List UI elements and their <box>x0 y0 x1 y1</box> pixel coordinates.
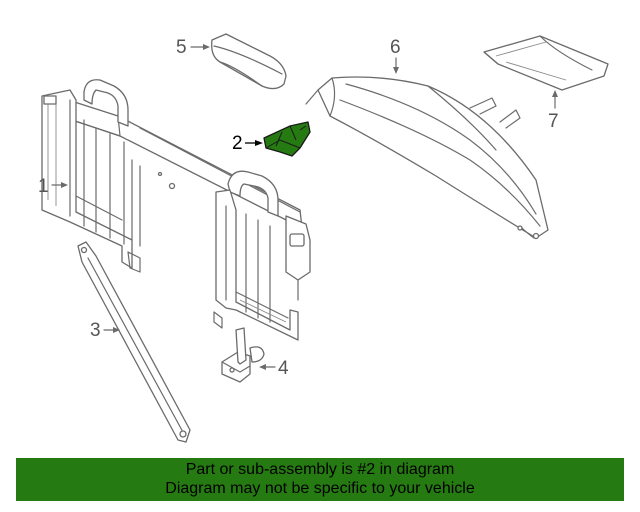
svg-text:6: 6 <box>390 37 401 58</box>
part-3-strip[interactable] <box>77 241 191 443</box>
part-2-bracket[interactable] <box>263 121 311 157</box>
svg-text:4: 4 <box>278 358 289 379</box>
part-7-pad[interactable] <box>483 35 609 91</box>
banner-line-1: Part or sub-assembly is #2 in diagram <box>185 461 455 478</box>
callout-3: 3 <box>90 320 120 341</box>
info-banner: Part or sub-assembly is #2 in diagram Di… <box>16 458 624 501</box>
callout-5: 5 <box>176 37 210 58</box>
svg-text:7: 7 <box>548 111 559 132</box>
callout-4: 4 <box>259 358 289 379</box>
parts-diagram: 5 7 6 <box>38 33 609 443</box>
callout-1: 1 <box>38 176 68 197</box>
part-6-wind-deflector[interactable] <box>305 76 549 240</box>
part-4-hinge[interactable] <box>221 327 265 383</box>
svg-text:3: 3 <box>90 320 101 341</box>
callout-6: 6 <box>390 37 401 74</box>
callout-2: 2 <box>232 133 263 154</box>
part-5-cover[interactable] <box>211 33 287 90</box>
callout-7: 7 <box>548 90 559 132</box>
part-1-frame[interactable] <box>41 79 311 341</box>
svg-text:5: 5 <box>176 37 187 58</box>
svg-text:2: 2 <box>232 133 243 154</box>
banner-line-2: Diagram may not be specific to your vehi… <box>165 480 475 497</box>
svg-text:1: 1 <box>38 176 49 197</box>
